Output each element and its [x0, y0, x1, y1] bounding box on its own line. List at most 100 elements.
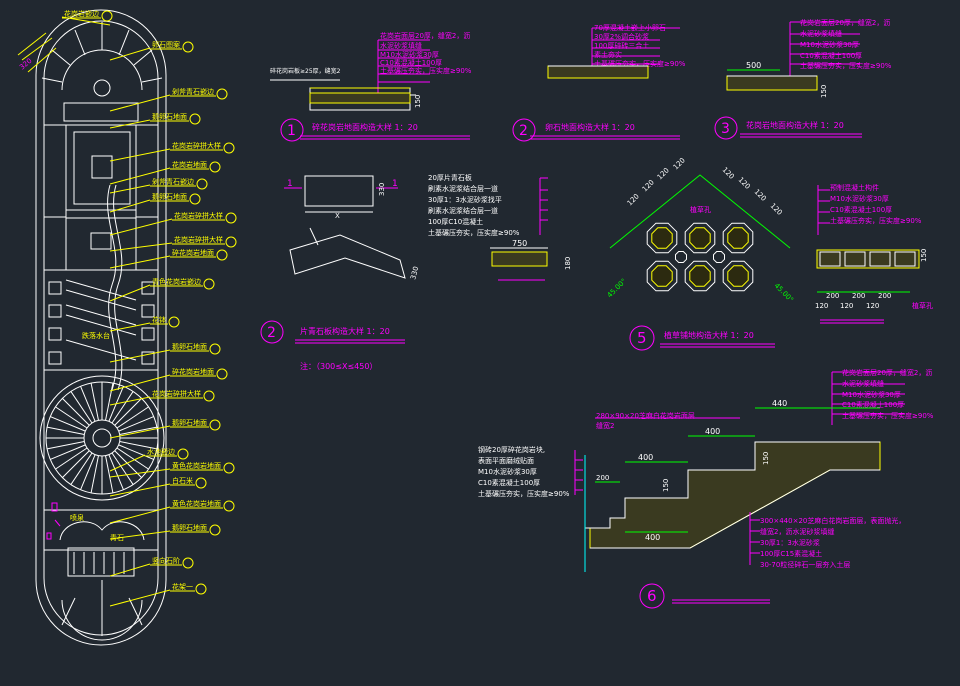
d4-section — [491, 251, 548, 267]
d5-angle-r: 45.00° — [773, 282, 795, 304]
d4-note-4: 100厚C10混凝土 — [428, 217, 483, 226]
d6-bottom-leader — [749, 512, 760, 565]
d1-note-3: C10素混凝土100厚 — [380, 58, 442, 67]
plan-label: 花岗岩碎拼大样 — [172, 141, 221, 150]
d4-dim-330: 330 — [378, 183, 386, 196]
d2-note-4: 土基碾压夯实，压实度≥90% — [594, 59, 686, 68]
d2-note-1: 30厚2%调合砂浆 — [594, 32, 649, 41]
d5-number-circle — [629, 325, 655, 351]
paver-octagon — [646, 260, 678, 292]
plan-label: 花岗岩碎拼大样 — [174, 211, 223, 220]
paver-connector — [675, 251, 687, 263]
d1-left-note: 碎花岗岩板≥25厚，缝宽2 — [270, 67, 341, 75]
plan-label: 碎花岗岩地面 — [172, 367, 214, 376]
fountain-ray — [105, 455, 114, 494]
plan-label: 花岗岩碎拼大样 — [174, 235, 223, 244]
d4-leader — [309, 227, 319, 246]
fountain-feature-2 — [90, 232, 112, 250]
plan-label: 碎花岗岩地面 — [172, 248, 214, 257]
plan-top-dims — [17, 32, 57, 73]
d2-number: 2 — [519, 123, 528, 139]
paver-dim: 120 — [721, 166, 736, 181]
d6-bottom-note-2: 30厚1：3水泥砂浆 — [760, 538, 820, 547]
d6-dim-400-a: 400 — [705, 427, 720, 436]
plan-detail-ref-circle — [182, 557, 194, 569]
d6-top-note-3: C10素混凝土100厚 — [842, 400, 904, 409]
d1-note-1: 水泥砂浆填缝 — [380, 41, 422, 50]
d4-note: 注：（300≤X≤450） — [300, 361, 377, 371]
d6-number-circle — [639, 583, 665, 609]
paver-dim: 120 — [737, 176, 752, 191]
plan-label-leader — [109, 148, 171, 162]
d5-note-0: 预制混凝土构件 — [830, 183, 879, 192]
garden-plan: 320 — [17, 9, 167, 646]
d1-note-4: 土基碾压夯实，压实度≥90% — [380, 66, 472, 75]
d1-note-0: 花岗岩面层20厚，缝宽2，沥 — [380, 31, 470, 40]
paver-connector — [713, 251, 725, 263]
fountain-ray — [80, 454, 96, 490]
d6-mid-note-1: 缝宽2 — [596, 421, 614, 430]
plan-label: 花岗岩嵌边 — [64, 9, 99, 18]
plan-label: 剁斧青石嵌边 — [152, 177, 194, 186]
d3-section — [726, 75, 818, 91]
paver-octagon — [684, 222, 716, 254]
d1-concrete-layer — [309, 92, 411, 104]
detail-6: 花岗岩面层20厚，缝宽2，沥 水泥砂浆填缝 M10水泥砂浆30厚 C10素混凝土… — [478, 368, 934, 609]
d2-note-2: 100厚碎砖三合土 — [594, 41, 649, 50]
d4-title: 片青石板构造大样 1：20 — [300, 326, 390, 336]
d4-dim-750: 750 — [512, 239, 527, 248]
d5-dim-120-c: 120 — [866, 302, 879, 310]
paver-octagon — [722, 222, 754, 254]
detail-2-leader — [591, 27, 680, 72]
d5-dim-120-a: 120 — [815, 302, 828, 310]
plan-inner-label: 青石 — [110, 533, 124, 542]
paver-dim: 120 — [641, 178, 656, 193]
fountain-feature-1 — [91, 155, 113, 179]
plan-outline — [35, 9, 167, 646]
d1-title: 碎花岗岩地面构造大样 1：20 — [312, 122, 418, 132]
d6-dim-lines — [595, 407, 880, 533]
d6-left-note-1: 表面平面磨绒贴面 — [478, 456, 534, 465]
d4-number-circle — [260, 320, 284, 344]
d3-number-circle — [714, 116, 738, 140]
d3-note-0: 花岗岩面层20厚，缝宽2，沥 — [800, 18, 890, 27]
paver-dim: 120 — [656, 166, 671, 181]
paver-dim: 120 — [672, 156, 687, 171]
plan-detail-ref-circle — [203, 278, 215, 290]
top-pavilion-arc — [61, 49, 143, 91]
d6-left-note-3: C10素混凝土100厚 — [478, 478, 540, 487]
d3-note-4: 土基碾压夯实，压实度≥90% — [800, 61, 892, 70]
detail-1: 花岗岩面层20厚，缝宽2，沥 水泥砂浆填缝 M10水泥砂浆30厚 C10素混凝土… — [270, 31, 472, 142]
plan-label-leader — [109, 199, 151, 213]
fountain-ray — [111, 391, 134, 424]
plan-detail-ref-circle — [209, 161, 221, 173]
d3-number: 3 — [721, 121, 730, 137]
d5-note-3: 土基碾压夯实，压实度≥90% — [830, 216, 922, 225]
d4-number: 2 — [267, 325, 276, 341]
plan-label-leader — [109, 184, 151, 194]
plan-detail-ref-circle — [101, 10, 113, 22]
plan-rooms — [43, 102, 159, 391]
d5-dim-200-b: 200 — [852, 292, 865, 300]
plan-label: 花岗岩碎拼大样 — [152, 389, 201, 398]
d5-dim-guide — [609, 174, 791, 249]
d6-dim-150-b: 150 — [662, 479, 670, 492]
fountain-ray — [55, 447, 88, 470]
plan-label-leader — [109, 242, 173, 252]
plan-label: 鹅卵石地面 — [172, 342, 207, 351]
d4-slab-plan — [304, 175, 374, 207]
plan-label: 花钵 — [152, 315, 166, 324]
plan-label-leader — [109, 167, 171, 185]
fountain-ray — [118, 416, 154, 432]
plan-detail-ref-circle — [195, 477, 207, 489]
plan-label: 剁斧青石嵌边 — [172, 87, 214, 96]
plan-detail-ref-circle — [225, 236, 237, 248]
d6-left-note-2: M10水泥砂浆30厚 — [478, 467, 537, 476]
plan-detail-ref-circle — [223, 500, 235, 512]
plan-label: 鹅卵石地面 — [152, 112, 187, 121]
plan-label: 卵石图案 — [152, 40, 180, 49]
d5-title: 植草铺地构造大样 1：20 — [664, 330, 754, 340]
fountain-ray — [90, 455, 99, 494]
plan-label-leader — [109, 483, 171, 497]
